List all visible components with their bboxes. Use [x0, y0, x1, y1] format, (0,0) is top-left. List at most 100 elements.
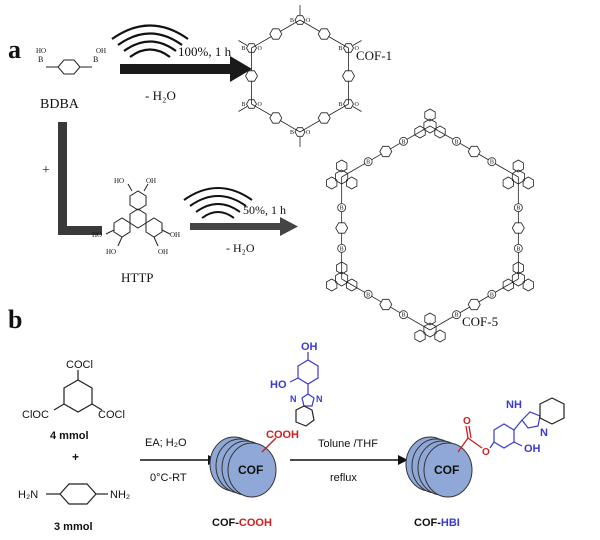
- plus-sign-a: +: [42, 163, 50, 178]
- ultrasound-icon-bottom: [183, 187, 253, 219]
- http-oh-2: OH: [146, 177, 156, 185]
- cof1-node-o-5: O: [258, 46, 263, 52]
- amount-4mmol: 4 mmol: [50, 430, 89, 442]
- cof1-node-o-1: O: [354, 46, 359, 52]
- cof-disc-label-1: COF: [238, 463, 263, 477]
- cof1-node-b-5: B: [242, 46, 246, 52]
- hbi-nh: NH: [506, 399, 522, 411]
- bdba-b-left: B: [38, 55, 43, 64]
- ester-linkage: [457, 425, 483, 453]
- cof5-boron-0-0: B: [455, 139, 459, 145]
- water-loss-top: - H₂O: [145, 88, 176, 103]
- condition-top: 100%, 1 h: [178, 44, 232, 59]
- tmc-ring: [63, 379, 93, 413]
- plus-sign-b: +: [72, 450, 79, 464]
- cof1-node-o-2: O: [354, 102, 359, 108]
- panel-b-label: b: [8, 305, 22, 334]
- cof5-boronate-ring: [337, 203, 347, 213]
- hbi-phenol-ring: [493, 423, 515, 449]
- product-cof-hbi-prefix: COF-: [414, 517, 441, 529]
- cof1-linker-ring: [342, 70, 355, 82]
- cof5-linker-ring: [511, 222, 525, 234]
- panel-a-label: a: [8, 35, 21, 64]
- panel-b: b COCl ClOC COCl 4 mmol + H₂N NH₂ 3 mmol…: [8, 305, 565, 533]
- hbi-imidazole-ring: [521, 411, 541, 429]
- amount-3mmol: 3 mmol: [54, 521, 93, 533]
- bdba-oh-right: OH: [96, 47, 106, 55]
- hbi-benzo-group: [539, 397, 565, 425]
- cof5-boronate-ring: [399, 310, 408, 320]
- cof1-node-b-4: B: [242, 102, 246, 108]
- cof5-linker-ring: [335, 222, 349, 234]
- product-cof-cooh-prefix: COF-: [212, 517, 239, 529]
- tmc-group-left: ClOC: [22, 409, 49, 421]
- cof5-boronate-ring: [363, 289, 373, 299]
- ppd-ring: [59, 483, 97, 505]
- cof1-linker-ring: [245, 70, 258, 82]
- cof5-boronate-ring: [399, 136, 408, 146]
- cof5-boron-3-0: B: [401, 313, 405, 319]
- tmc-group-right: COCl: [98, 409, 125, 421]
- cof5-linker-ring: [379, 298, 393, 311]
- reagent-phenol-ring: [297, 359, 319, 385]
- cof5-boronate-ring: [487, 157, 497, 167]
- bdba-benzene-ring: [57, 59, 81, 75]
- cof1-linker-ring: [269, 112, 283, 124]
- cof5-boronate-ring: [487, 289, 497, 299]
- http-core-ring: [129, 208, 147, 229]
- cof1-linker-ring: [317, 28, 331, 40]
- reagent-imidazole-ring: [301, 393, 315, 407]
- cof1-linker-ring: [317, 112, 331, 124]
- cof1-node-o-3: O: [306, 130, 311, 136]
- cof5-boronate-ring: [452, 136, 461, 146]
- cof5-boronate-ring: [513, 243, 523, 253]
- cof5-boron-1-0: B: [516, 206, 520, 212]
- ester-o-bridge: O: [482, 447, 490, 458]
- panel-a: a B B HO OH BDBA 100%, 1 h - H₂O: [8, 5, 534, 343]
- arrow-step1: [140, 455, 218, 465]
- product-cof-hbi: COF-HBI: [414, 517, 460, 529]
- cof5-boron-4-0: B: [340, 246, 344, 252]
- ultrasound-icon-top: [111, 24, 189, 58]
- reagent-n-1: N: [290, 394, 297, 404]
- hbi-oh: OH: [524, 443, 541, 455]
- bdba-oh-left: HO: [36, 47, 46, 55]
- arrow-top: [120, 56, 252, 82]
- benzimidazole-reagent: [289, 352, 319, 407]
- cof5-boron-0-1: B: [490, 160, 494, 166]
- http-oh-3: HO: [92, 231, 102, 239]
- condition-bottom: 50%, 1 h: [243, 203, 286, 217]
- cof1-node-o-0: O: [306, 18, 311, 24]
- cof-1-label: COF-1: [356, 48, 392, 63]
- product-cof-hbi-suffix: HBI: [441, 517, 460, 529]
- cof5-linker-ring: [379, 145, 393, 158]
- product-cof-cooh: COF-COOH: [212, 517, 272, 529]
- cof1-node-b-3: B: [290, 130, 294, 136]
- cof5-boronate-ring: [337, 243, 347, 253]
- trimesoyl-chloride: [53, 370, 103, 413]
- ppd-amine-left: H₂N: [18, 489, 38, 501]
- cof1-node-b-2: B: [338, 102, 342, 108]
- cof5-boron-5-0: B: [366, 160, 370, 166]
- step1-conditions-bottom: 0°C-RT: [150, 472, 187, 484]
- bdba-label: BDBA: [40, 97, 80, 112]
- ppd-amine-right: NH₂: [110, 489, 130, 501]
- cof-5-label: COF-5: [462, 314, 498, 329]
- http-oh-4: OH: [170, 231, 180, 239]
- bdba-b-right: B: [93, 55, 98, 64]
- reagent-benzo-ring: [295, 405, 315, 427]
- cof5-boron-4-1: B: [340, 206, 344, 212]
- hbi-n: N: [540, 427, 548, 439]
- cof5-boronate-ring: [452, 310, 461, 320]
- hbi-group: [489, 411, 541, 449]
- product-cof-cooh-suffix: COOH: [239, 517, 272, 529]
- hbi-benzo-ring: [539, 397, 565, 425]
- cof1-linker-ring: [269, 28, 283, 40]
- ester-o-carbonyl: O: [463, 416, 471, 427]
- cof-disc-label-2: COF: [434, 463, 459, 477]
- cof5-linker-ring: [467, 298, 481, 311]
